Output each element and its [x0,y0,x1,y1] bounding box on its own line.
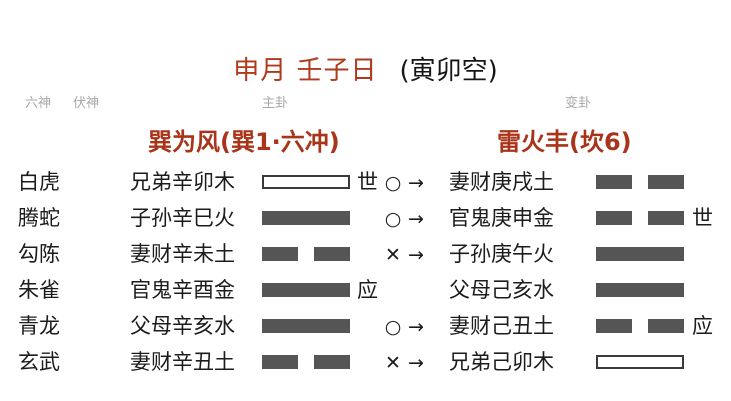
header-title: 申月 壬子日 (寅卯空) [0,50,731,87]
table-row: 朱雀 官鬼辛酉金 应 父母己亥水 [0,272,731,308]
main-line-markers: 应 [357,272,427,308]
liushen-label: 朱雀 [18,278,60,302]
main-gua-line-text: 兄弟辛卯木 [130,170,235,194]
table-row: 白虎 兄弟辛卯木 世 ○ → 妻财庚戌土 [0,164,731,200]
hexagram-line-yang-change [596,247,684,261]
change-hexagram-line [596,272,684,308]
change-gua-line-text: 官鬼庚申金 [449,206,554,230]
hexagram-line-yin-right-main [314,355,350,369]
main-gua-name: 巽为风(巽1·六冲) [148,128,340,156]
table-row: 腾蛇子孙辛巳火○→官鬼庚申金世 [0,200,731,236]
date-label: 申月 壬子日 [233,56,378,86]
hexagram-line-yin-left-change [596,211,632,225]
hexagram-line-yin-right-change [648,319,684,333]
main-line-markers: ✕→ [357,236,427,272]
hexagram-line-yin-left-change [596,319,632,333]
liushen-label: 青龙 [18,314,60,338]
column-header-change-gua: 变卦 [565,96,592,111]
change-hexagram-line [596,164,684,200]
change-hexagram-line [596,308,684,344]
change-gua-line-text: 妻财己丑土 [449,314,554,338]
liushen-label: 白虎 [18,170,60,194]
table-row: 勾陈妻财辛未土✕→子孙庚午火 [0,236,731,272]
change-gua-line-text: 子孙庚午火 [449,242,554,266]
table-row: 玄武妻财辛丑土✕→兄弟己卯木 [0,344,731,380]
main-hexagram-line [262,236,350,272]
hexagram-line-yin-left-main [262,247,298,261]
transform-arrow-icon: → [408,172,424,194]
change-hexagram-line [596,344,684,380]
main-gua-line-text: 官鬼辛酉金 [130,278,235,302]
change-gua-line-text: 兄弟己卯木 [449,350,554,374]
main-line-markers: 世 ○ → [357,164,427,200]
change-gua-line-text: 父母己亥水 [449,278,554,302]
liushen-label: 勾陈 [18,242,60,266]
liushen-label: 玄武 [18,350,60,374]
main-hexagram-line [262,272,350,308]
main-line-markers: ○→ [357,200,427,236]
main-gua-line-text: 父母辛亥水 [130,314,235,338]
moving-line-marker: ○ [384,316,402,338]
hexagram-rows: 白虎兄弟辛卯木世○→妻财庚戌土腾蛇子孙辛巳火○→官鬼庚申金世勾陈妻财辛未土✕→子… [0,164,731,380]
hexagram-line-yin-right-main [314,247,350,261]
table-row: 青龙父母辛亥水○→妻财己丑土应 [0,308,731,344]
change-gua-line-text: 妻财庚戌土 [449,170,554,194]
hexagram-line-yin-left-change [596,175,632,189]
transform-arrow-icon: → [408,352,424,374]
change-shi-ying-marker: 应 [692,314,713,338]
liushen-label: 腾蛇 [18,206,60,230]
change-hexagram-line [596,200,684,236]
main-hexagram-line [262,200,350,236]
main-hexagram-line [262,308,350,344]
shi-ying-marker: 世 [357,170,378,194]
hexagram-line-yang-hollow-change [596,355,684,369]
moving-line-marker: ○ [384,172,402,194]
hexagram-line-yang-main [262,283,350,297]
main-line-markers: ○→ [357,308,427,344]
hexagram-line-yang-change [596,283,684,297]
column-header-liushen: 六神 [25,96,52,111]
hexagram-line-yin-right-change [648,211,684,225]
main-hexagram-line [262,344,350,380]
moving-line-marker: ✕ [385,352,401,374]
change-gua-name: 雷火丰(坎6) [497,128,632,156]
main-gua-line-text: 妻财辛未土 [130,242,235,266]
moving-line-marker: ✕ [385,244,401,266]
transform-arrow-icon: → [408,208,424,230]
change-shi-ying-marker: 世 [692,206,713,230]
transform-arrow-icon: → [408,316,424,338]
hexagram-line-yang-hollow-main [262,175,350,189]
kongwang-label: (寅卯空) [399,56,498,86]
moving-line-marker: ○ [384,208,402,230]
main-gua-line-text: 子孙辛巳火 [130,206,235,230]
hexagram-line-yang-main [262,319,350,333]
main-line-markers: ✕→ [357,344,427,380]
shi-ying-marker: 应 [357,278,378,302]
change-hexagram-line [596,236,684,272]
hexagram-line-yin-right-change [648,175,684,189]
column-header-main-gua: 主卦 [262,96,289,111]
main-hexagram-line [262,164,350,200]
hexagram-line-yin-left-main [262,355,298,369]
column-header-fushen: 伏神 [73,96,100,111]
main-gua-line-text: 妻财辛丑土 [130,350,235,374]
hexagram-line-yang-main [262,211,350,225]
transform-arrow-icon: → [408,244,424,266]
